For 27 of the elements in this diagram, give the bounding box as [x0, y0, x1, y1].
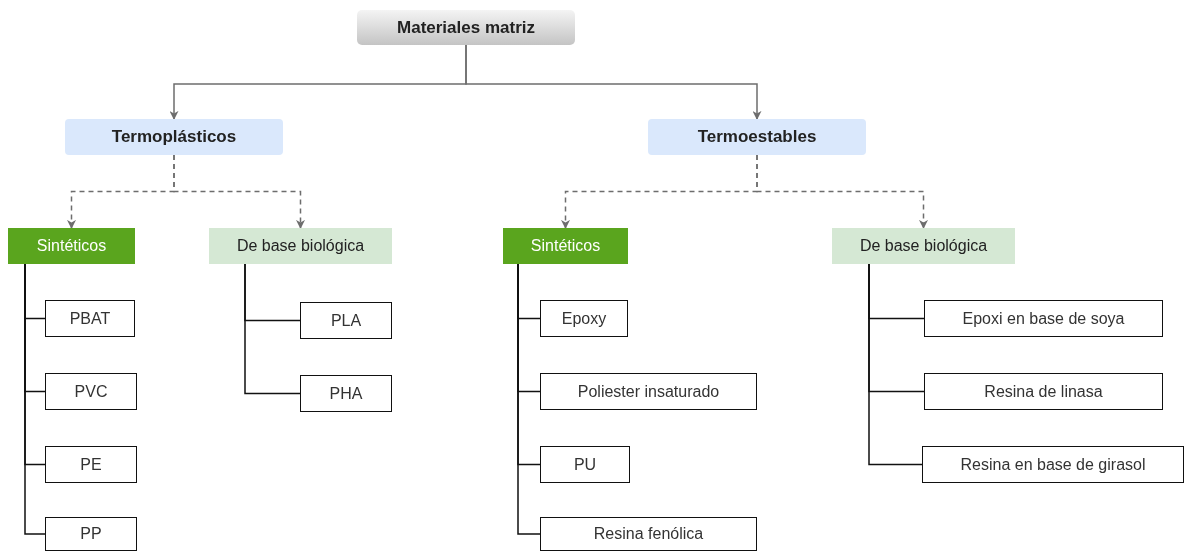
category-box: Termoestables — [648, 119, 866, 155]
connector-line — [517, 263, 541, 535]
connector-line — [244, 263, 301, 395]
material-box: PVC — [45, 373, 137, 410]
connector-line — [24, 263, 46, 535]
material-box: Epoxi en base de soya — [924, 300, 1163, 337]
material-box: PP — [45, 517, 137, 551]
arrow — [465, 44, 762, 120]
material-box: Resina en base de girasol — [922, 446, 1184, 483]
connector-line — [868, 263, 923, 466]
material-box: Poliester insaturado — [540, 373, 757, 410]
material-box: Epoxy — [540, 300, 628, 337]
arrow — [173, 154, 305, 229]
subcategory-box: Sintéticos — [503, 228, 628, 264]
material-box: PU — [540, 446, 630, 483]
material-box: Resina de linasa — [924, 373, 1163, 410]
material-box: PHA — [300, 375, 392, 412]
material-box: PE — [45, 446, 137, 483]
material-box: Resina fenólica — [540, 517, 757, 551]
arrow — [756, 154, 928, 229]
subcategory-box: Sintéticos — [8, 228, 135, 264]
category-box: Termoplásticos — [65, 119, 283, 155]
root-box: Materiales matriz — [357, 10, 575, 45]
material-box: PLA — [300, 302, 392, 339]
material-box: PBAT — [45, 300, 135, 337]
subcategory-box: De base biológica — [832, 228, 1015, 264]
subcategory-box: De base biológica — [209, 228, 392, 264]
